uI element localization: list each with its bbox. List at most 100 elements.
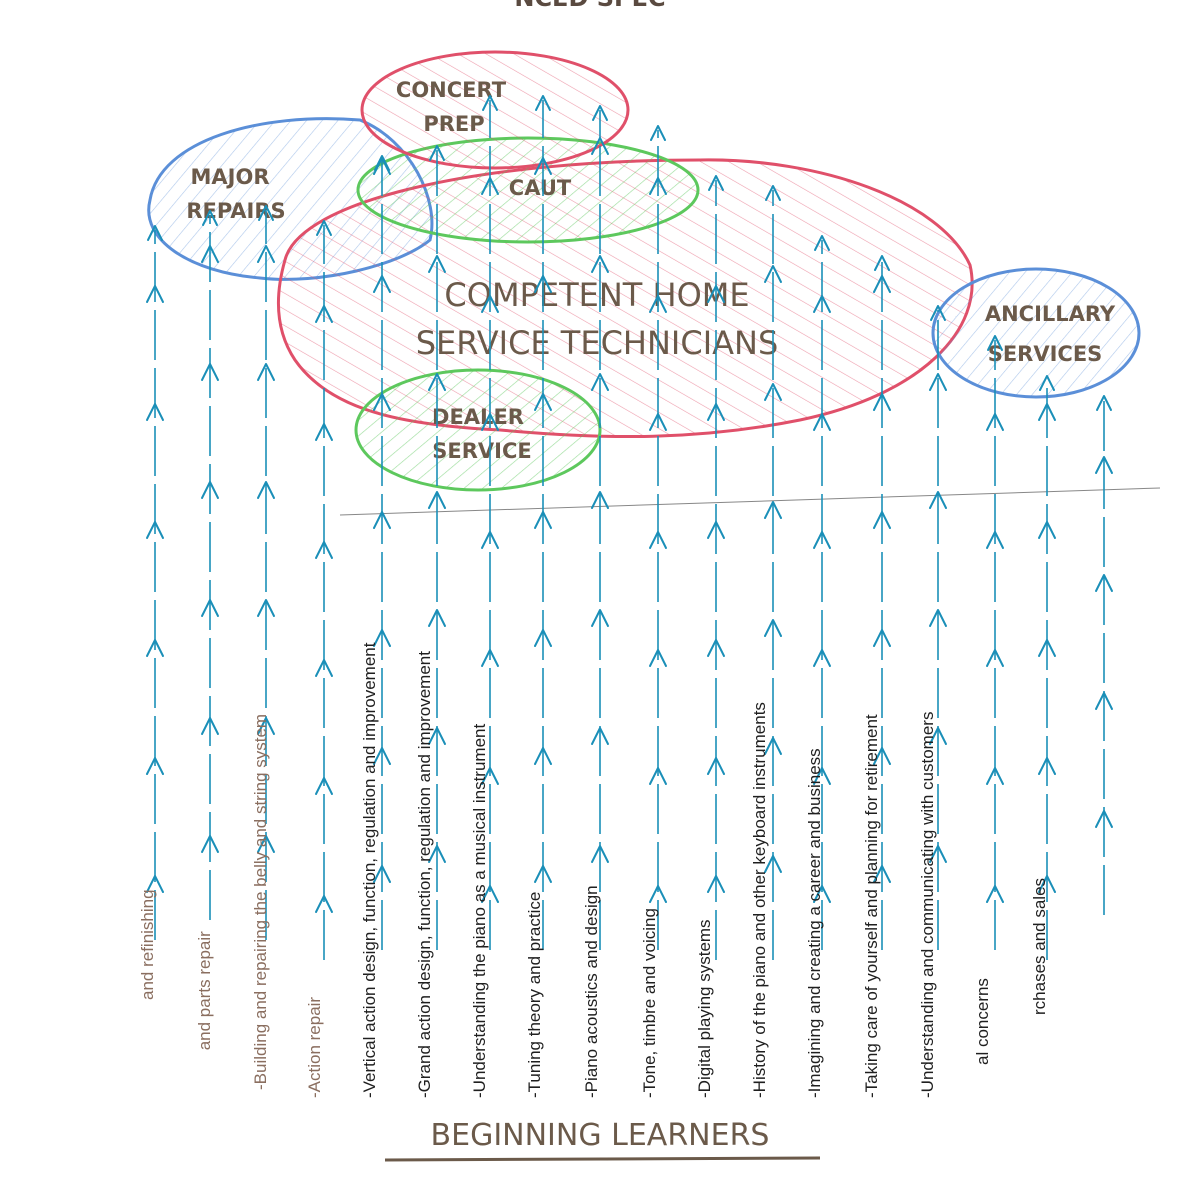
arrow-head <box>146 875 164 893</box>
arrow-head <box>146 521 164 539</box>
arrow-head-top <box>1096 395 1112 411</box>
topic-label: al concerns <box>973 978 992 1065</box>
arrow-head <box>373 511 391 529</box>
arrow-head <box>146 757 164 775</box>
major-repairs-label-1: MAJOR <box>191 165 270 189</box>
arrow-head-top <box>930 305 946 321</box>
topic-label: -Digital playing systems <box>695 919 714 1098</box>
topic-label: -Grand action design, function, regulati… <box>415 651 434 1098</box>
arrow-head <box>591 845 609 863</box>
main-label-2: SERVICE TECHNICIANS <box>416 324 779 362</box>
arrow-head <box>257 363 275 381</box>
arrow-head <box>201 481 219 499</box>
arrow-head <box>201 363 219 381</box>
arrow-head <box>315 423 333 441</box>
arrow-head-top <box>202 210 218 226</box>
topic-label: -Understanding and communicating with cu… <box>918 712 937 1098</box>
arrow-head-top <box>1039 375 1055 391</box>
arrow-head <box>481 295 499 313</box>
topic-label: -Imagining and creating a career and bus… <box>805 748 824 1098</box>
arrow-head <box>649 767 667 785</box>
arrow-head-top <box>147 225 163 241</box>
arrow-head <box>534 275 552 293</box>
arrow-head <box>373 629 391 647</box>
arrow-head <box>315 659 333 677</box>
arrow-head-top <box>535 95 551 111</box>
topic-label: -Vertical action design, function, regul… <box>360 642 379 1098</box>
arrow-head <box>201 599 219 617</box>
major-repairs-label-2: REPAIRS <box>186 199 285 223</box>
arrow-head <box>707 403 725 421</box>
arrow-head <box>813 885 831 903</box>
arrow-head <box>1095 456 1113 474</box>
arrow-head-top <box>814 235 830 251</box>
arrow-head <box>1038 403 1056 421</box>
arrow-head <box>986 649 1004 667</box>
arrow-head <box>257 481 275 499</box>
caut-label: CAUT <box>509 176 572 200</box>
arrow-head-top <box>482 95 498 111</box>
ancillary-services-blob: ANCILLARY SERVICES <box>931 267 1141 399</box>
arrow-head <box>1038 757 1056 775</box>
arrow-head <box>373 275 391 293</box>
arrow-head <box>534 393 552 411</box>
header-fragment: NCED SPEC <box>514 0 665 12</box>
topic-label: -Tone, timbre and voicing <box>640 908 659 1098</box>
arrow-head <box>257 245 275 263</box>
arrow-head <box>929 727 947 745</box>
arrow-head <box>481 177 499 195</box>
arrow-head-top <box>874 255 890 271</box>
bottom-underline <box>384 1156 821 1162</box>
arrow-head <box>534 629 552 647</box>
arrow-head <box>315 895 333 913</box>
topic-label: -Action repair <box>305 997 324 1098</box>
arrow-head-top <box>708 175 724 191</box>
arrow-head <box>257 599 275 617</box>
arrow-head <box>649 885 667 903</box>
arrow-head <box>707 285 725 303</box>
arrow-head <box>534 511 552 529</box>
topic-label: rchases and sales <box>1030 878 1049 1015</box>
beginning-learners-label: BEGINNING LEARNERS <box>431 1118 770 1153</box>
arrow-head-top <box>258 205 274 221</box>
upward-arrows <box>146 95 1113 960</box>
arrow-head <box>707 757 725 775</box>
topic-label: -Understanding the piano as a musical in… <box>470 724 489 1098</box>
arrow-head <box>986 767 1004 785</box>
arrow-head <box>813 531 831 549</box>
arrow-head <box>707 639 725 657</box>
arrow-head <box>481 649 499 667</box>
dealer-service-label-1: DEALER <box>432 405 524 429</box>
arrow-head <box>201 717 219 735</box>
arrow-head <box>813 649 831 667</box>
dealer-service-label-2: SERVICE <box>432 439 531 463</box>
topic-label: -History of the piano and other keyboard… <box>750 702 769 1098</box>
arrow-head <box>764 383 782 401</box>
arrow-head <box>146 285 164 303</box>
arrow-head <box>929 491 947 509</box>
arrow-head <box>257 717 275 735</box>
arrow-head <box>591 255 609 273</box>
arrow-head <box>591 491 609 509</box>
arrow-head <box>813 413 831 431</box>
topic-labels: and refinishing and parts repair-Buildin… <box>138 642 1049 1098</box>
arrow-head <box>764 855 782 873</box>
concert-prep-label-2: PREP <box>423 112 484 136</box>
arrow-head <box>481 531 499 549</box>
arrow-head <box>1095 810 1113 828</box>
arrow-head <box>481 413 499 431</box>
arrow-head <box>315 777 333 795</box>
divider-line <box>339 487 1161 516</box>
arrow-head <box>1095 574 1113 592</box>
topic-label: and parts repair <box>195 931 214 1055</box>
arrow-head <box>649 413 667 431</box>
arrow-head <box>201 835 219 853</box>
arrow-head <box>649 177 667 195</box>
arrow-head <box>764 619 782 637</box>
arrow-head <box>534 747 552 765</box>
arrow-head <box>764 265 782 283</box>
arrow-head-top <box>592 105 608 121</box>
arrow-head <box>1095 692 1113 710</box>
topic-label: -Piano acoustics and design <box>582 885 601 1098</box>
